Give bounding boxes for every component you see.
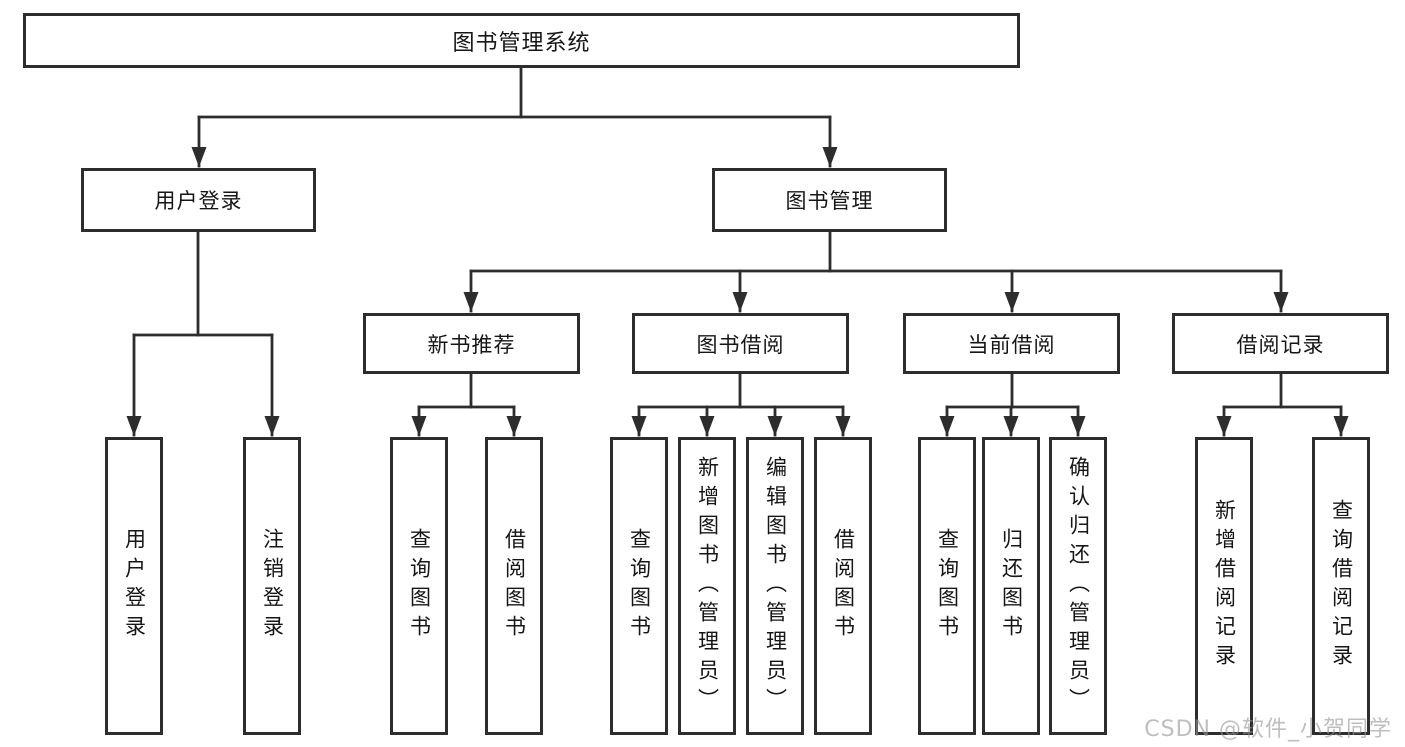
leaf-logout: 注销登录: [243, 437, 301, 735]
leaf-query-borrow-record: 查询借阅记录: [1312, 437, 1370, 735]
node-user-login: 用户登录: [81, 168, 316, 232]
node-label: 图书借阅: [696, 332, 785, 357]
node-new-book-recommend: 新书推荐: [363, 313, 580, 374]
node-label: 查询借阅记录: [1329, 499, 1354, 673]
node-label: 确认归还（管理员）: [1066, 455, 1091, 717]
node-label: 当前借阅: [967, 332, 1056, 357]
leaf-user-login: 用户登录: [105, 437, 163, 735]
node-label: 新增借阅记录: [1212, 499, 1237, 673]
leaf-borrow-query-books: 查询图书: [610, 437, 668, 735]
leaf-borrow-books: 借阅图书: [814, 437, 872, 735]
node-label: 查询图书: [627, 528, 652, 644]
node-label: 借阅图书: [502, 528, 527, 644]
node-label: 归还图书: [999, 528, 1024, 644]
node-label: 用户登录: [122, 528, 147, 644]
node-label: 借阅图书: [831, 528, 856, 644]
node-label: 用户登录: [154, 189, 243, 213]
node-label: 图书管理系统: [452, 30, 591, 56]
node-current-borrow: 当前借阅: [903, 313, 1120, 374]
leaf-return-books: 归还图书: [982, 437, 1040, 735]
csdn-watermark: CSDN @软件_小贺同学: [1144, 717, 1392, 742]
node-book-management: 图书管理: [712, 168, 947, 232]
node-label: 新增图书（管理员）: [695, 455, 720, 717]
leaf-current-query-books: 查询图书: [918, 437, 976, 735]
node-label: 图书管理: [785, 189, 874, 213]
node-label: 查询图书: [407, 528, 432, 644]
node-label: 编辑图书（管理员）: [763, 455, 788, 717]
node-borrow-records: 借阅记录: [1172, 313, 1389, 374]
leaf-add-borrow-record: 新增借阅记录: [1195, 437, 1253, 735]
node-book-borrow: 图书借阅: [632, 313, 849, 374]
leaf-confirm-return-admin: 确认归还（管理员）: [1049, 437, 1107, 735]
node-label: 注销登录: [260, 528, 285, 644]
node-label: 查询图书: [935, 528, 960, 644]
node-root: 图书管理系统: [23, 13, 1020, 68]
leaf-recommend-query-books: 查询图书: [390, 437, 448, 735]
leaf-edit-books-admin: 编辑图书（管理员）: [746, 437, 804, 735]
leaf-add-books-admin: 新增图书（管理员）: [678, 437, 736, 735]
node-label: 借阅记录: [1236, 332, 1325, 357]
leaf-recommend-borrow-books: 借阅图书: [485, 437, 543, 735]
node-label: 新书推荐: [427, 332, 516, 357]
